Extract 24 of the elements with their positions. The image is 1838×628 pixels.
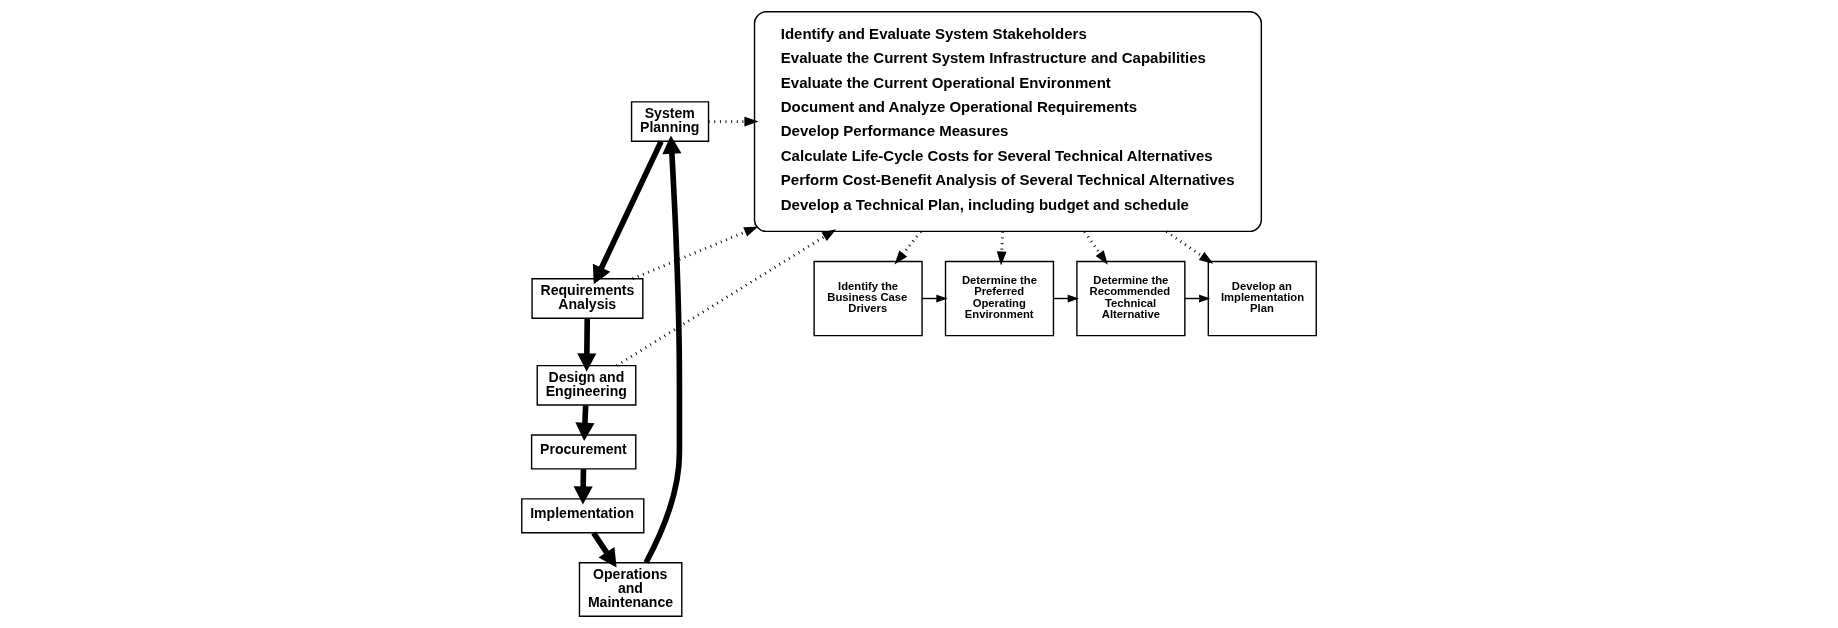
- node-box: Design and Engineering: [536, 364, 637, 406]
- node-box: Determine the Recommended Technical Alternative: [1076, 260, 1186, 337]
- node-box: Procurement: [530, 434, 637, 470]
- arrow: [996, 231, 1007, 266]
- arrow: [573, 469, 593, 505]
- node-box: Operations and Maintenance: [578, 562, 683, 617]
- arrow: [708, 116, 759, 127]
- arrow: [592, 140, 664, 285]
- arrow: [591, 531, 617, 568]
- node-box: Requirements Analysis: [531, 278, 644, 319]
- arrow: [1165, 230, 1214, 264]
- node-box: Develop an Implementation Plan: [1207, 260, 1317, 337]
- arrow: [632, 226, 759, 281]
- arrow: [577, 318, 597, 372]
- node-box: Identify and Evaluate System Stakeholders Evaluate the Current System Infrastructure and Capabilities Evaluate the Current Operational Environment Document and Analyze Operational Requirements Develop Performance Measures Calculate Life-Cycle Costs for Several Technical Alternatives Perform Cost-Benefit Analysis of Several Technical Alternatives Develop a Technical Plan, including budget and schedule: [753, 11, 1263, 233]
- node-box: Implementation: [521, 498, 645, 534]
- arrow: [575, 405, 595, 441]
- arrow: [616, 229, 837, 367]
- arrow: [643, 135, 683, 564]
- node-box: System Planning: [630, 101, 710, 142]
- node-box: Identify the Business Case Drivers: [813, 260, 923, 337]
- node-box: Determine the Preferred Operating Environment: [944, 260, 1055, 337]
- arrow: [1083, 230, 1108, 265]
- arrow: [894, 230, 922, 265]
